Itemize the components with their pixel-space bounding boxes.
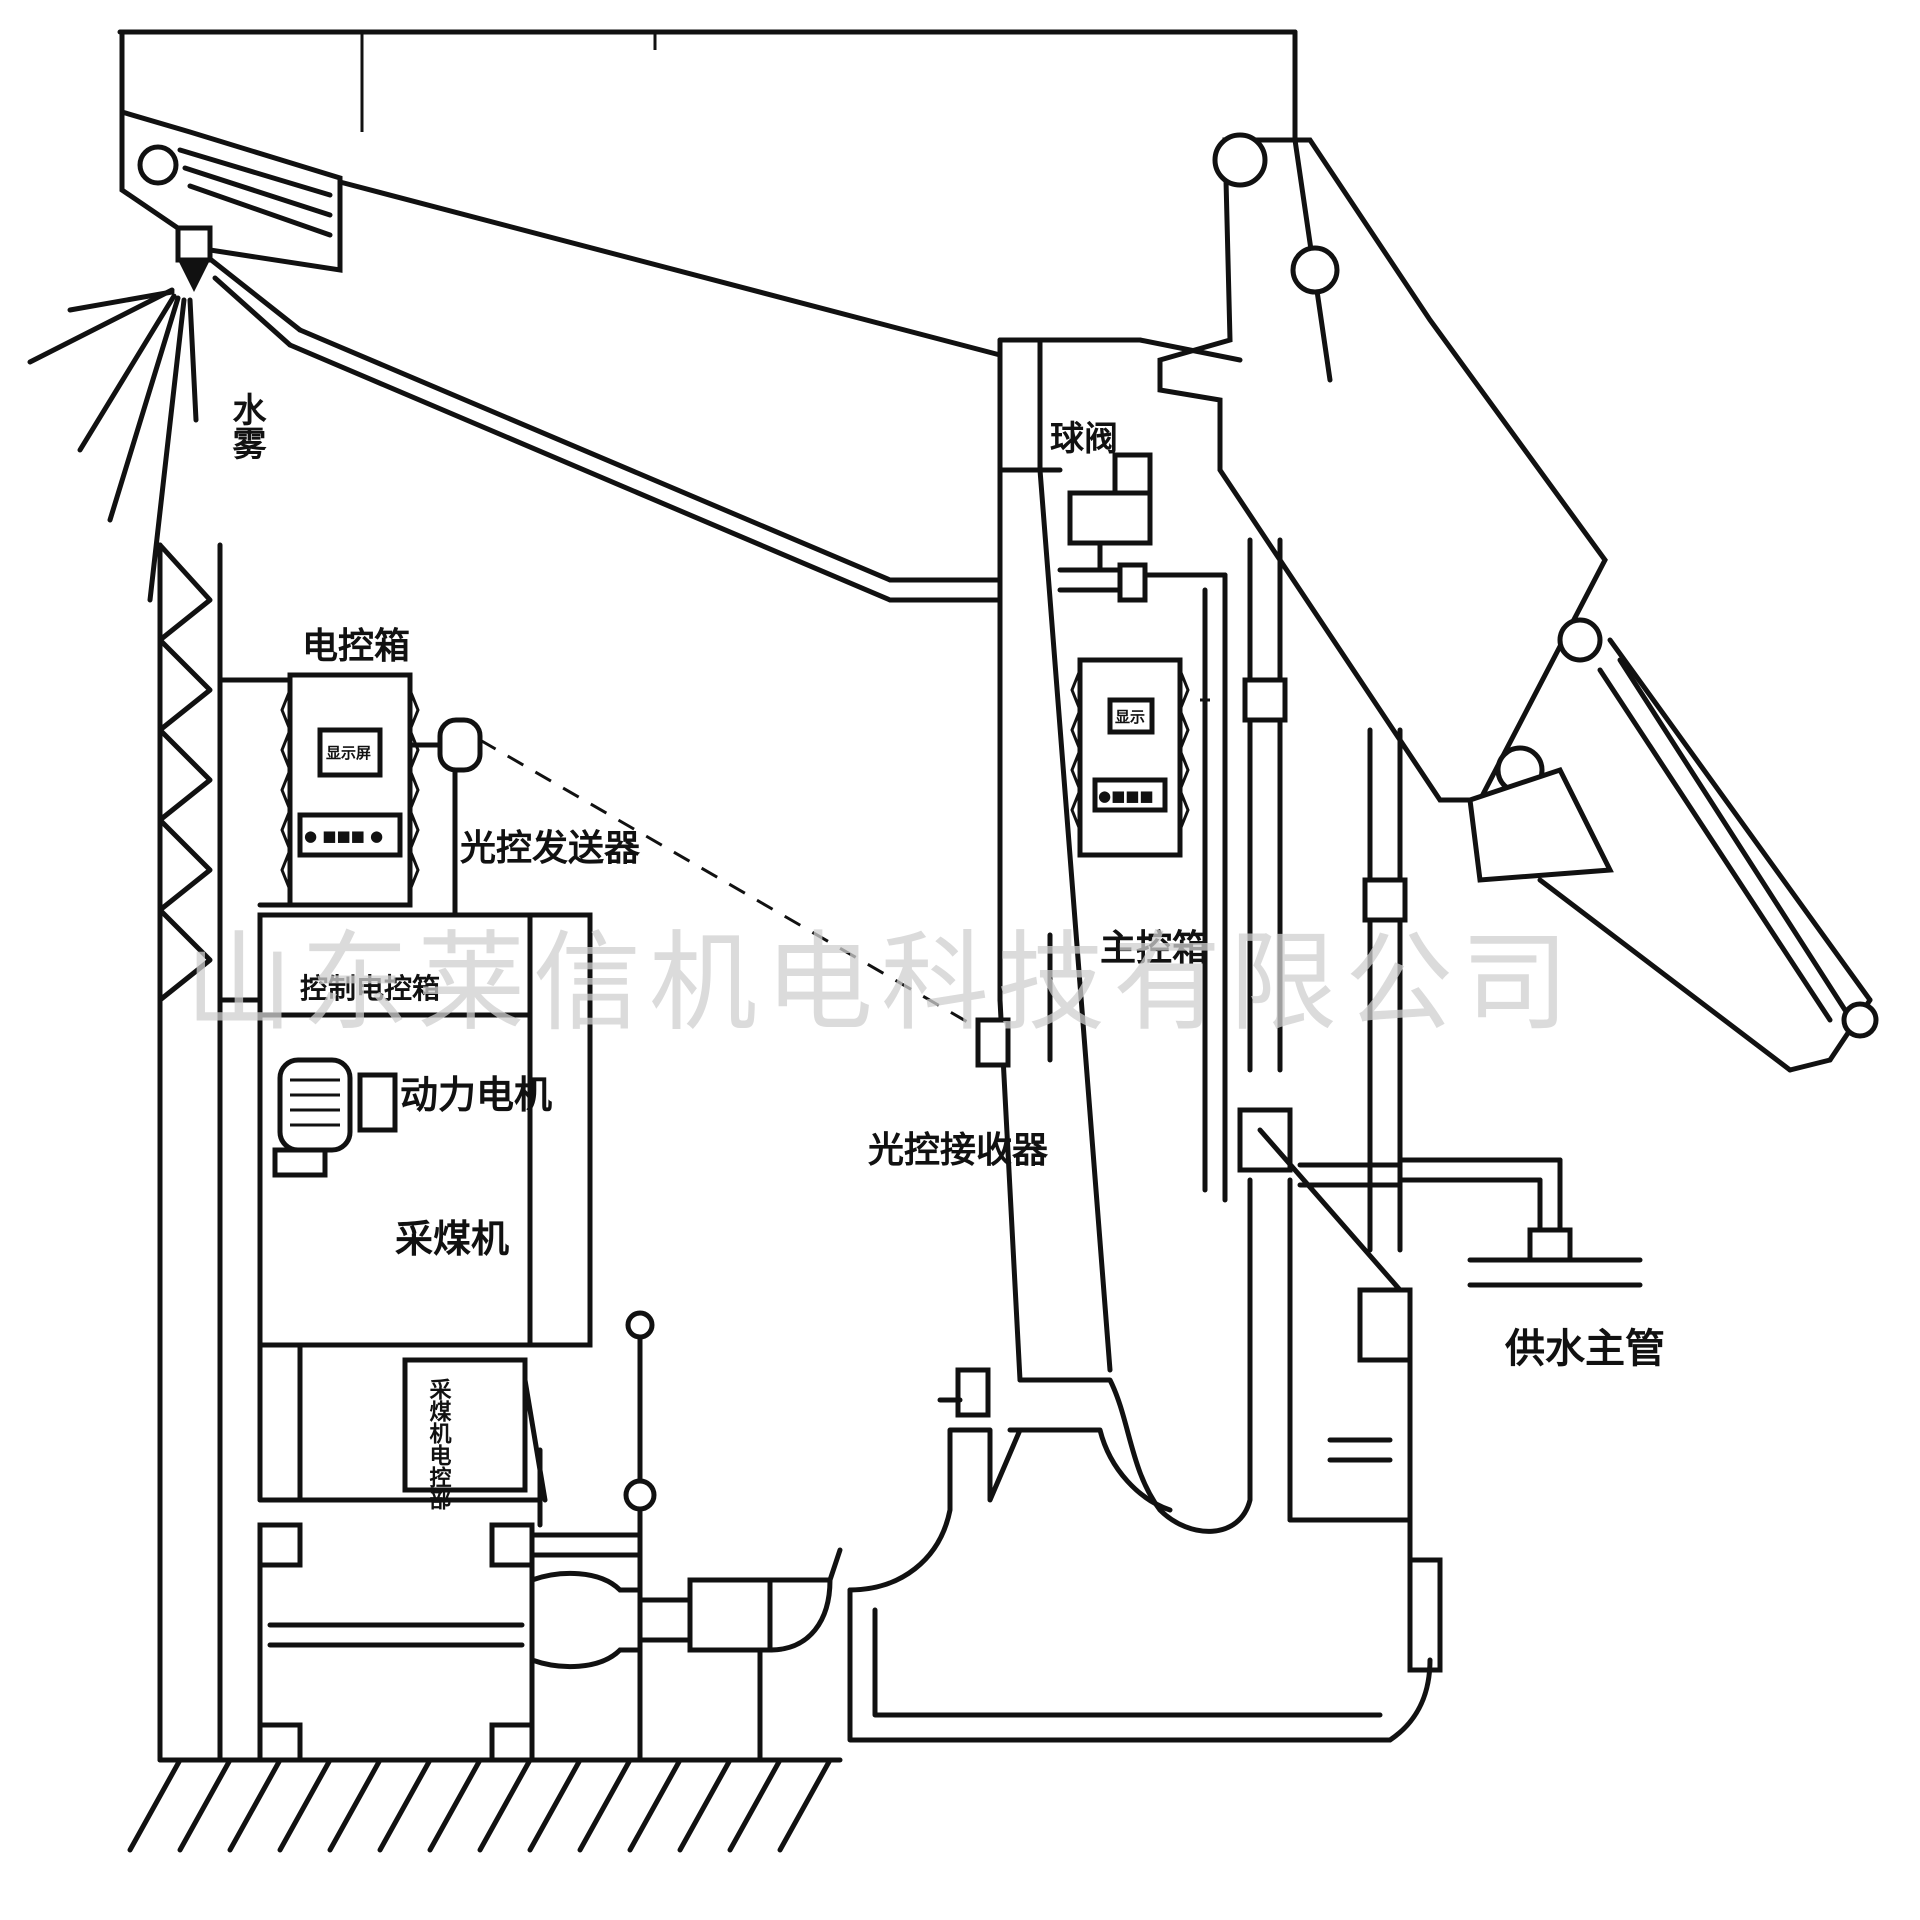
control-box-label: 电控箱 bbox=[302, 626, 410, 667]
ground bbox=[127, 1757, 843, 1853]
conveyor-loop bbox=[847, 1367, 1433, 1743]
water-main-label: 供水主管 bbox=[1505, 1326, 1665, 1372]
coal-wall bbox=[157, 542, 263, 1763]
right-boom bbox=[1137, 132, 1879, 1073]
left-boom bbox=[119, 108, 1003, 603]
optical-receiver-label: 光控接收器 bbox=[868, 1130, 1049, 1171]
main-box-screen-text: 显示 bbox=[1115, 708, 1145, 726]
optical-receiver bbox=[975, 932, 1053, 1068]
optical-signal-beam bbox=[479, 738, 991, 1037]
power-motor-label: 动力电机 bbox=[400, 1073, 552, 1117]
nozzle-spray bbox=[27, 225, 213, 603]
control-box-screen-text: 显示屏 bbox=[326, 744, 371, 762]
optical-transmitter-label: 光控发送器 bbox=[460, 828, 641, 869]
valve bbox=[1067, 452, 1153, 603]
main-control-box bbox=[1070, 657, 1190, 858]
company-watermark: 山东莱信机电科技有限公司 bbox=[185, 921, 1577, 1046]
shearer-body bbox=[257, 912, 593, 1528]
shearer-top-panel-label: 控制电控箱 bbox=[300, 972, 440, 1005]
nozzle-label: 水雾 bbox=[226, 392, 266, 460]
valve-label: 球阀 bbox=[1050, 419, 1118, 459]
electric-control-box bbox=[257, 672, 420, 908]
pump-unit bbox=[529, 1547, 843, 1763]
valve-pipes bbox=[1057, 567, 1228, 1203]
main-control-box-label: 主控箱 bbox=[1100, 928, 1208, 969]
spray-lines bbox=[27, 287, 199, 603]
main-box-buttons-text: ●■■■ bbox=[1098, 787, 1154, 805]
water-main-pipe bbox=[1297, 1157, 1643, 1288]
power-motor bbox=[272, 1057, 398, 1178]
shearer-electric-panel-label: 采煤机电控部 bbox=[426, 1378, 452, 1510]
shearer-label: 采煤机 bbox=[395, 1217, 509, 1261]
support-base bbox=[1007, 1107, 1443, 1673]
optical-transmitter bbox=[407, 717, 483, 918]
control-box-buttons-text: ● ■■■ ● bbox=[304, 827, 383, 845]
roof-beam bbox=[117, 29, 1298, 143]
